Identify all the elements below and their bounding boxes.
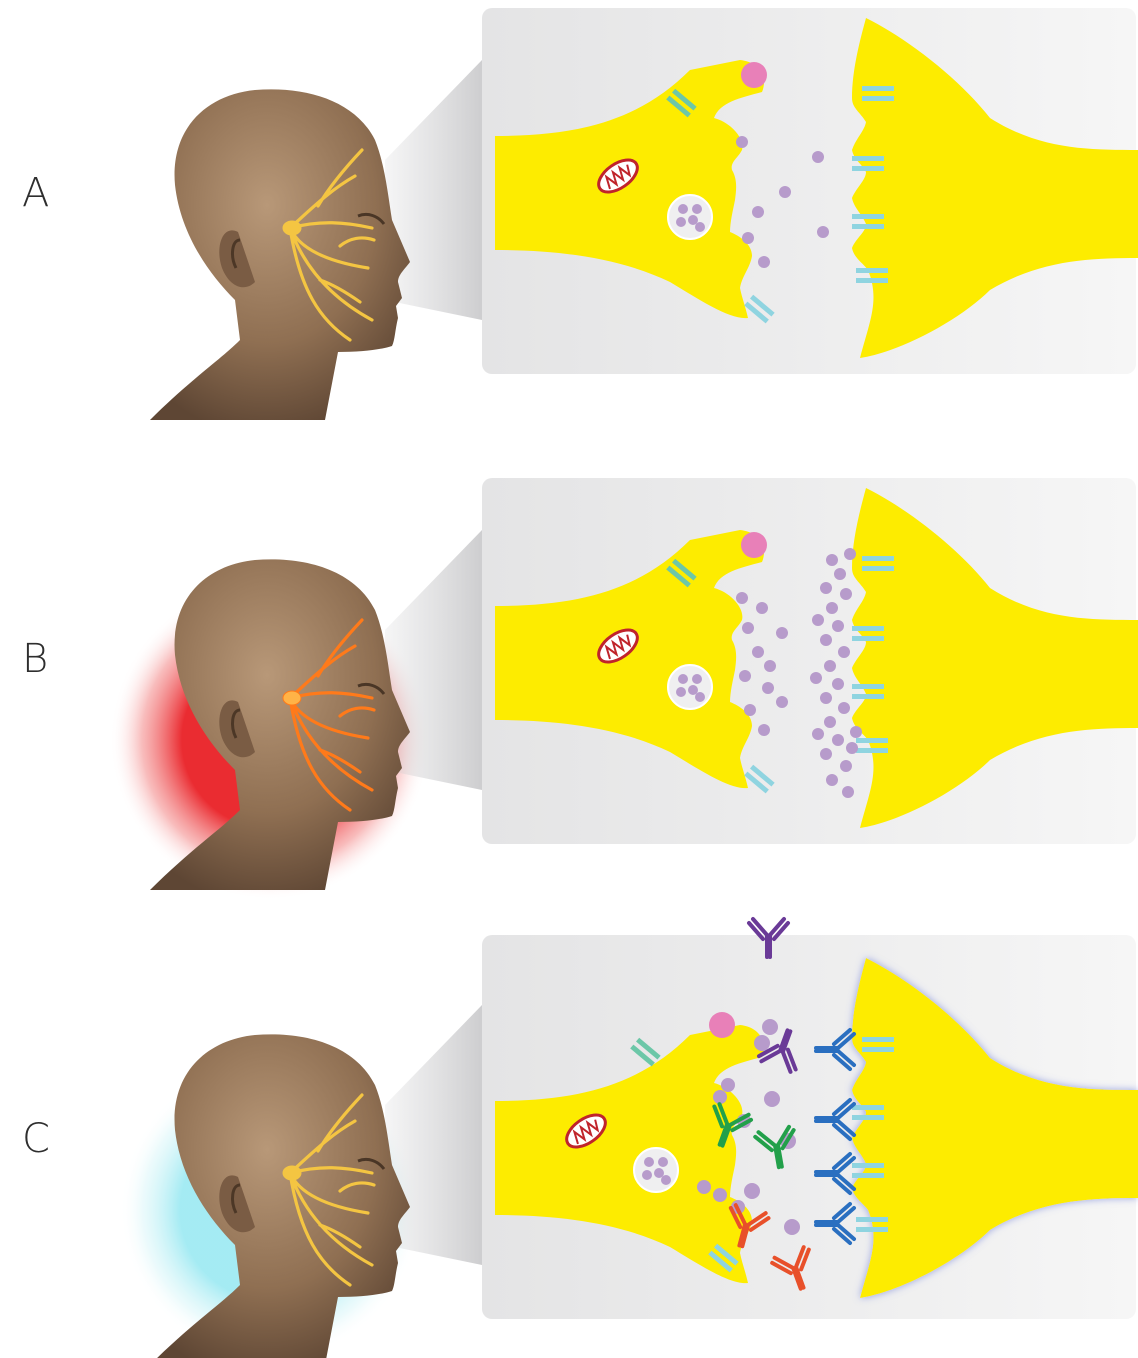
vesicle-icon xyxy=(668,665,712,709)
callout-wedge xyxy=(385,530,482,790)
pink-ball-icon xyxy=(741,532,767,558)
callout-wedge xyxy=(385,1005,482,1265)
pink-ball-icon xyxy=(741,62,767,88)
pink-ball-icon xyxy=(709,1012,735,1038)
head-profile-icon xyxy=(150,89,410,420)
vesicle-icon xyxy=(634,1148,678,1192)
vesicle-icon xyxy=(668,195,712,239)
panel-a xyxy=(150,8,1138,420)
panel-b xyxy=(110,478,1138,900)
panel-c xyxy=(120,919,1138,1358)
callout-wedge xyxy=(385,60,482,320)
